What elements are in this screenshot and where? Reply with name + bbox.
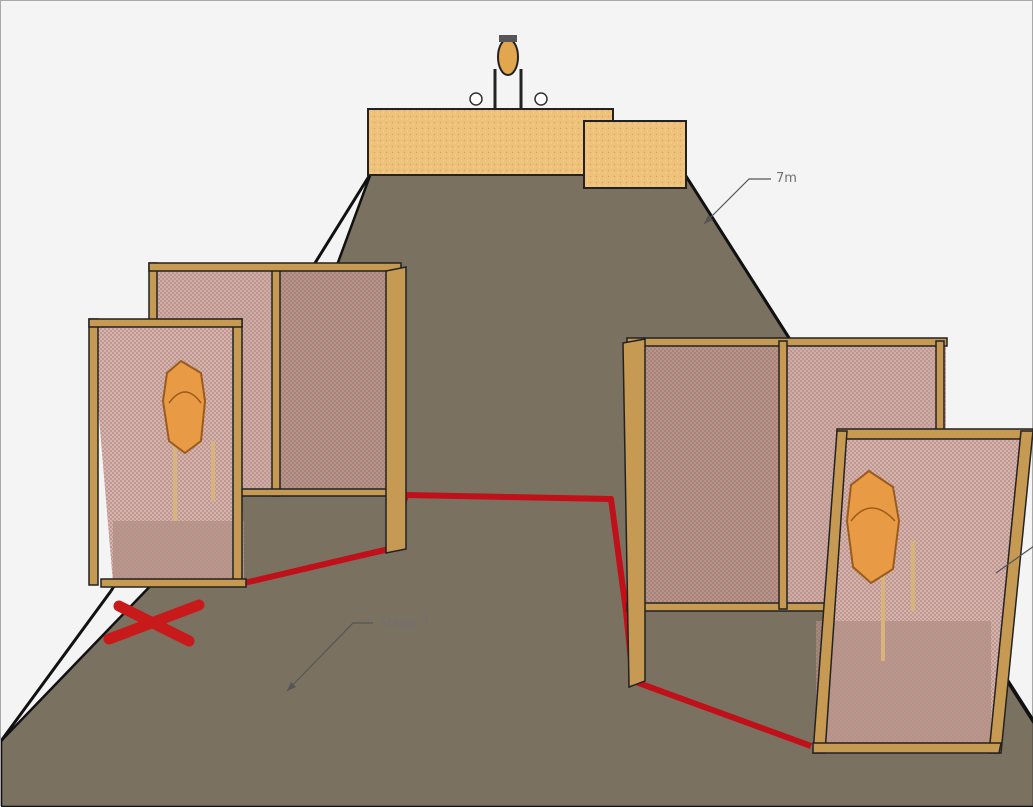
paper-target-right bbox=[847, 471, 899, 583]
distance-leader bbox=[704, 179, 771, 224]
distance-label: 7m bbox=[776, 171, 797, 186]
right-front-wall bbox=[813, 429, 1033, 753]
left-front-wall bbox=[89, 319, 246, 587]
paper-target-left bbox=[163, 361, 205, 453]
steel-popper-target bbox=[470, 35, 547, 109]
stage-label: Stage 3 bbox=[379, 616, 429, 631]
